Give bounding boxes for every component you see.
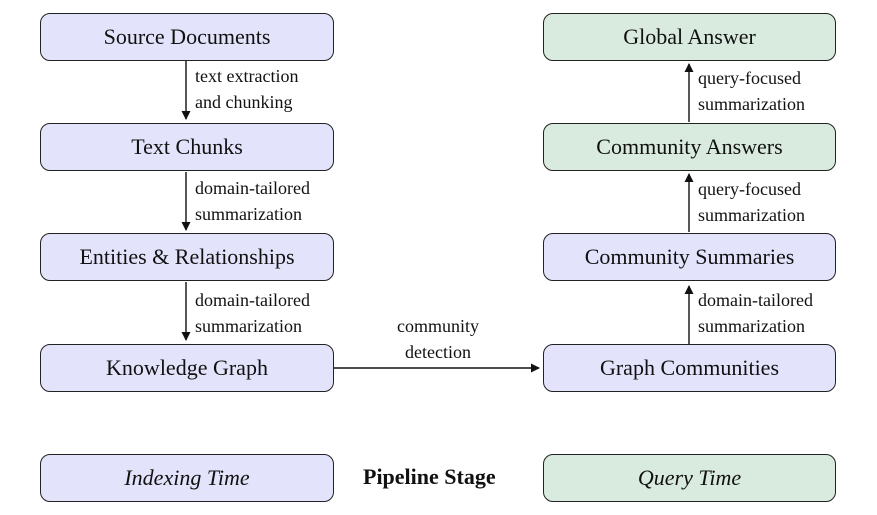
entities-relationships-label: Entities & Relationships bbox=[79, 244, 295, 269]
community-summaries-node: Community Summaries bbox=[543, 233, 836, 281]
chunks-to-entities-edge-label: domain-tailored summarization bbox=[195, 175, 310, 227]
text-chunks-node: Text Chunks bbox=[40, 123, 334, 171]
text-chunks-label: Text Chunks bbox=[131, 134, 243, 159]
graph-communities-node: Graph Communities bbox=[543, 344, 836, 392]
communities-to-summaries-edge-label-line2: summarization bbox=[698, 316, 805, 336]
extraction-edge-label: text extraction and chunking bbox=[195, 63, 298, 115]
indexing-time-legend: Indexing Time bbox=[40, 454, 334, 502]
community-answers-label: Community Answers bbox=[596, 134, 783, 159]
global-answer-node: Global Answer bbox=[543, 13, 836, 61]
community-detection-edge-label-line1: community bbox=[397, 316, 479, 336]
communities-to-summaries-edge-label-line1: domain-tailored bbox=[698, 290, 813, 310]
pipeline-stage-legend-label: Pipeline Stage bbox=[363, 464, 496, 489]
communities-to-summaries-edge-label: domain-tailored summarization bbox=[698, 287, 813, 339]
entities-relationships-node: Entities & Relationships bbox=[40, 233, 334, 281]
query-time-legend-label: Query Time bbox=[637, 465, 742, 490]
community-answers-node: Community Answers bbox=[543, 123, 836, 171]
source-documents-label: Source Documents bbox=[103, 24, 271, 49]
knowledge-graph-label: Knowledge Graph bbox=[106, 355, 268, 380]
summaries-to-answers-edge-label: query-focused summarization bbox=[698, 176, 805, 228]
answers-to-global-edge-label-line1: query-focused bbox=[698, 68, 801, 88]
community-detection-edge-label-line2: detection bbox=[405, 342, 471, 362]
chunks-to-entities-edge-label-line2: summarization bbox=[195, 204, 302, 224]
answers-to-global-edge-label: query-focused summarization bbox=[698, 65, 805, 117]
extraction-edge-label-line1: text extraction bbox=[195, 66, 299, 86]
source-documents-node: Source Documents bbox=[40, 13, 334, 61]
graph-communities-label: Graph Communities bbox=[599, 355, 780, 380]
entities-to-graph-edge-label: domain-tailored summarization bbox=[195, 287, 310, 339]
entities-to-graph-edge-label-line2: summarization bbox=[195, 316, 302, 336]
summaries-to-answers-edge-label-line1: query-focused bbox=[698, 179, 801, 199]
knowledge-graph-node: Knowledge Graph bbox=[40, 344, 334, 392]
answers-to-global-edge-label-line2: summarization bbox=[698, 94, 805, 114]
community-summaries-label: Community Summaries bbox=[584, 244, 795, 269]
extraction-edge-label-line2: and chunking bbox=[195, 92, 293, 112]
global-answer-label: Global Answer bbox=[623, 24, 756, 49]
indexing-time-legend-label: Indexing Time bbox=[124, 465, 250, 490]
summaries-to-answers-edge-label-line2: summarization bbox=[698, 205, 805, 225]
entities-to-graph-edge-label-line1: domain-tailored bbox=[195, 290, 310, 310]
chunks-to-entities-edge-label-line1: domain-tailored bbox=[195, 178, 310, 198]
community-detection-edge-label: community detection bbox=[368, 313, 508, 365]
query-time-legend: Query Time bbox=[543, 454, 836, 502]
